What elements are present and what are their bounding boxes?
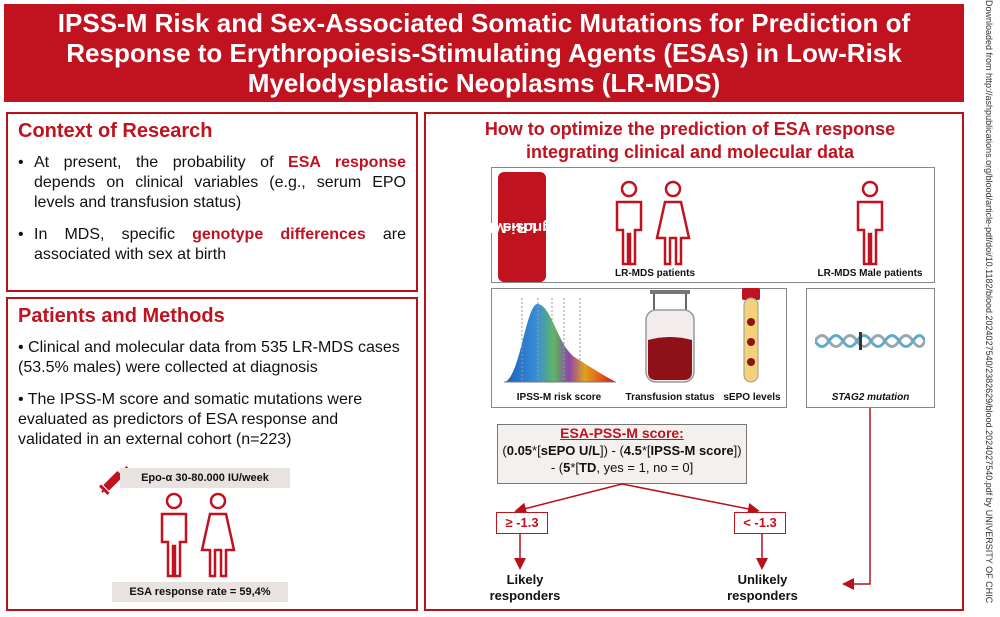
context-title: Context of Research [18,120,213,142]
transfusion-caption: Transfusion status [625,392,715,403]
threshold-high-tag: ≥ -1.3 [496,512,548,534]
test-tube-icon [742,288,760,383]
title-line-3: Myelodysplastic Neoplasms (LR-MDS) [247,68,721,98]
title-line-1: IPSS-M Risk and Sex-Associated Somatic M… [57,8,911,38]
unlikely-responders: Unlikely responders [727,572,798,603]
methods-title: Patients and Methods [18,305,225,327]
male-patients-caption: LR-MDS Male patients [817,268,923,279]
context-bullet-1: • At present, the probability of ESA res… [18,154,407,211]
patients-couple-icon [615,180,691,266]
genotype-highlight: genotype differences [192,226,366,243]
poster-title: IPSS-M Risk and Sex-Associated Somatic M… [4,4,964,102]
formula-line-2: - (5*[TD, yes = 1, no = 0] [550,460,694,475]
download-watermark-text: Downloaded from http://ashpublications.o… [984,0,994,604]
patients-caption: LR-MDS patients [615,268,695,279]
context-bullets: • At present, the probability of ESA res… [18,153,406,265]
likely-responders: Likely responders [489,572,561,603]
title-line-2: Response to Erythropoiesis-Stimulating A… [66,38,902,68]
formula-line-1: (0.05*[sEPO U/L]) - (4.5*[IPSS-M score]) [502,443,742,458]
formula-title: ESA-PSS-M score: [560,425,684,441]
context-bullet-2: • In MDS, specific genotype differences … [18,226,406,263]
epo-dose-label: Epo-α 30-80.000 IU/week [120,468,290,488]
blood-bag-icon [645,290,695,383]
ipss-m-risk-distribution-icon [504,298,616,383]
male-patient-icon [856,180,884,266]
threshold-low-tag: < -1.3 [734,512,786,534]
patients-panel [491,167,935,283]
stag2-caption: STAG2 mutation [831,392,910,403]
dna-helix-icon [815,332,925,350]
methods-bullets: • Clinical and molecular data from 535 L… [18,338,406,450]
optimization-title-line-2: integrating clinical and molecular data [525,142,855,162]
methods-bullet-1: • Clinical and molecular data from 535 L… [18,339,400,376]
flow-arrows [514,408,871,590]
couple-icon [160,492,236,578]
methods-panel: Patients and Methods • Clinical and mole… [6,297,418,611]
context-panel: Context of Research • At present, the pr… [6,112,418,292]
methods-bullet-2: • The IPSS-M score and somatic mutations… [18,391,363,448]
download-watermark: Downloaded from http://ashpublications.o… [982,0,996,617]
esa-response-highlight: ESA response [288,154,407,171]
esa-pss-m-formula: ESA-PSS-M score: (0.05*[sEPO U/L]) - (4.… [497,424,747,484]
sepo-caption: sEPO levels [723,392,781,403]
optimization-title-line-1: How to optimize the prediction of ESA re… [484,119,896,139]
stag2-panel [806,288,935,408]
risk-score-caption: IPSS-M risk score [516,392,602,403]
optimization-title: How to optimize the prediction of ESA re… [430,118,950,164]
esa-response-rate: ESA response rate = 59,4% [112,582,288,602]
